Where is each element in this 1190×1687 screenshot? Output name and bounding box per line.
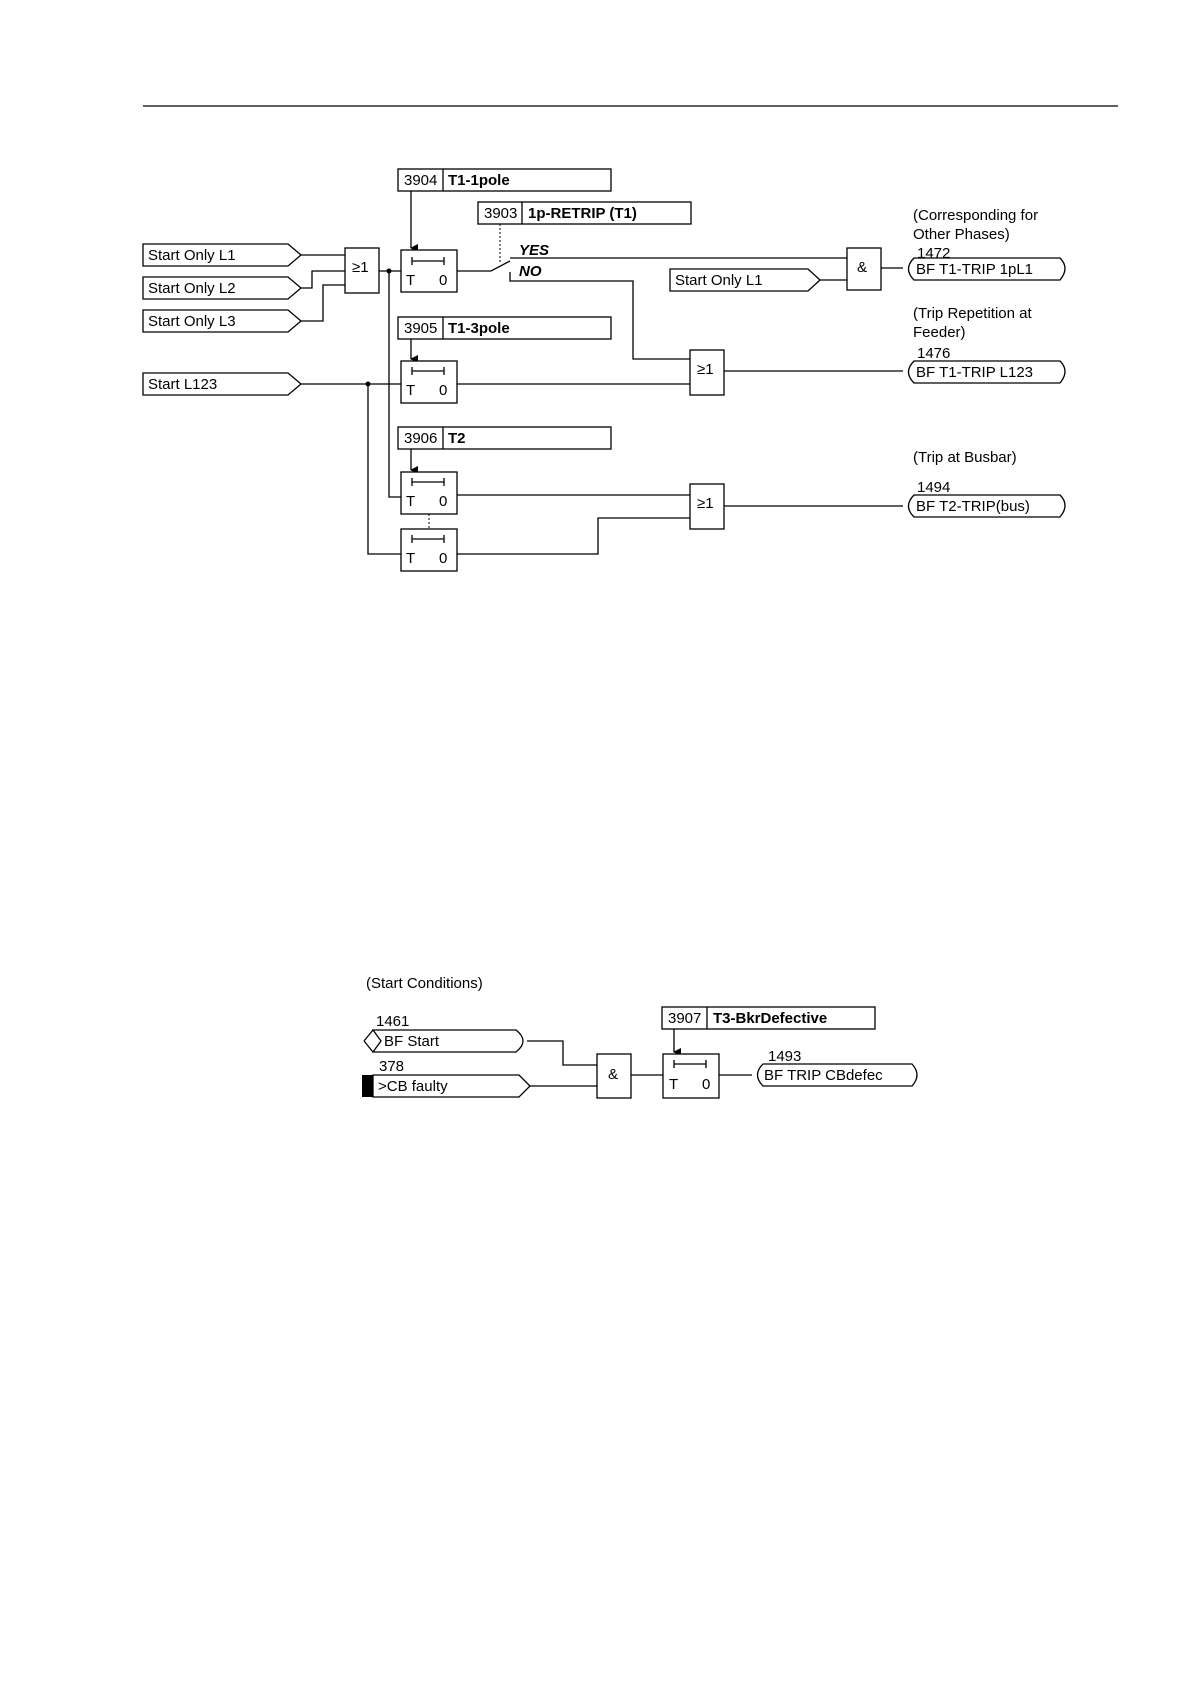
timer-t-label: T — [406, 493, 415, 510]
timer-0-label: 0 — [702, 1076, 710, 1093]
and-gate-cb-defective: & — [596, 1053, 632, 1099]
timer-t-label: T — [406, 382, 415, 399]
input-start-only-l1-and: Start Only L1 — [669, 268, 821, 292]
param-number: 3907 — [668, 1010, 701, 1027]
or-gate-busbar-trip: ≥1 — [689, 483, 725, 530]
param-name: T3-BkrDefective — [713, 1010, 827, 1027]
param-3904: 3904 T1-1pole — [397, 168, 612, 192]
param-name: T1-3pole — [448, 320, 510, 337]
input-label: >CB faulty — [378, 1078, 448, 1095]
gate-symbol: ≥1 — [697, 361, 714, 378]
param-number: 3906 — [404, 430, 437, 447]
input-start-only-l2: Start Only L2 — [142, 276, 303, 300]
param-3903: 3903 1p-RETRIP (T1) — [477, 201, 692, 225]
output-label: BF T1-TRIP L123 — [916, 364, 1033, 381]
input-start-l123: Start L123 — [142, 372, 303, 396]
and-gate-phase-l1: & — [846, 247, 882, 291]
input-bf-start: BF Start — [363, 1029, 524, 1053]
or-gate-start-phases: ≥1 — [344, 247, 380, 294]
timer-t-label: T — [406, 272, 415, 289]
note-1476-line1: (Trip Repetition at — [913, 305, 1032, 322]
switch-no: NO — [519, 263, 542, 280]
timer-t1-3pole: T 0 — [400, 360, 458, 404]
input-cb-faulty: >CB faulty — [362, 1074, 531, 1098]
output-number: 1493 — [768, 1048, 801, 1065]
param-name: 1p-RETRIP (T1) — [528, 205, 637, 222]
timer-0-label: 0 — [439, 550, 447, 567]
input-number: 1461 — [376, 1013, 409, 1030]
timer-t3-bkrdefective: T 0 — [662, 1053, 720, 1099]
timer-t-label: T — [406, 550, 415, 567]
gate-symbol: & — [857, 259, 867, 276]
input-start-only-l1: Start Only L1 — [142, 243, 303, 267]
timer-t2-single: T 0 — [400, 471, 458, 515]
input-label: Start Only L1 — [675, 272, 763, 289]
gate-symbol: ≥1 — [697, 495, 714, 512]
output-label: BF TRIP CBdefec — [764, 1067, 883, 1084]
param-name: T2 — [448, 430, 466, 447]
param-number: 3905 — [404, 320, 437, 337]
output-bf-trip-cbdefec: BF TRIP CBdefec — [756, 1063, 918, 1087]
param-number: 3904 — [404, 172, 437, 189]
input-label: BF Start — [384, 1033, 440, 1050]
output-label: BF T2-TRIP(bus) — [916, 498, 1030, 515]
note-1494-line1: (Trip at Busbar) — [913, 449, 1017, 466]
output-bf-t1-trip-l123: BF T1-TRIP L123 — [907, 360, 1066, 384]
start-conditions-heading: (Start Conditions) — [366, 975, 483, 992]
gate-symbol: ≥1 — [352, 259, 369, 276]
switch-yes: YES — [519, 242, 549, 259]
param-number: 3903 — [484, 205, 517, 222]
output-bf-t1-trip-1pl1: BF T1-TRIP 1pL1 — [907, 257, 1066, 281]
param-name: T1-1pole — [448, 172, 510, 189]
output-bf-t2-trip-bus: BF T2-TRIP(bus) — [907, 494, 1066, 518]
output-label: BF T1-TRIP 1pL1 — [916, 261, 1033, 278]
input-label: Start Only L3 — [148, 313, 236, 330]
or-gate-feeder-trip: ≥1 — [689, 349, 725, 396]
timer-t1-1pole: T 0 — [400, 249, 458, 293]
timer-0-label: 0 — [439, 272, 447, 289]
output-number: 1476 — [917, 345, 950, 362]
note-1476-line2: Feeder) — [913, 324, 966, 341]
input-label: Start Only L1 — [148, 247, 236, 264]
input-number: 378 — [379, 1058, 404, 1075]
param-3907: 3907 T3-BkrDefective — [661, 1006, 876, 1030]
timer-t2-three-pole: T 0 — [400, 528, 458, 572]
input-label: Start Only L2 — [148, 280, 236, 297]
breaker-failure-diagram: Start Only L1 Start Only L2 Start Only L… — [142, 168, 1066, 572]
input-label: Start L123 — [148, 376, 217, 393]
output-number: 1494 — [917, 479, 950, 496]
cb-defective-diagram: (Start Conditions) 1461 BF Start 378 >CB… — [362, 975, 918, 1099]
param-3906: 3906 T2 — [397, 426, 612, 450]
timer-0-label: 0 — [439, 493, 447, 510]
gate-symbol: & — [608, 1066, 618, 1083]
param-3905: 3905 T1-3pole — [397, 316, 612, 340]
timer-t-label: T — [669, 1076, 678, 1093]
input-start-only-l3: Start Only L3 — [142, 309, 303, 333]
note-1472-line2: Other Phases) — [913, 226, 1010, 243]
timer-0-label: 0 — [439, 382, 447, 399]
note-1472-line1: (Corresponding for — [913, 207, 1038, 224]
